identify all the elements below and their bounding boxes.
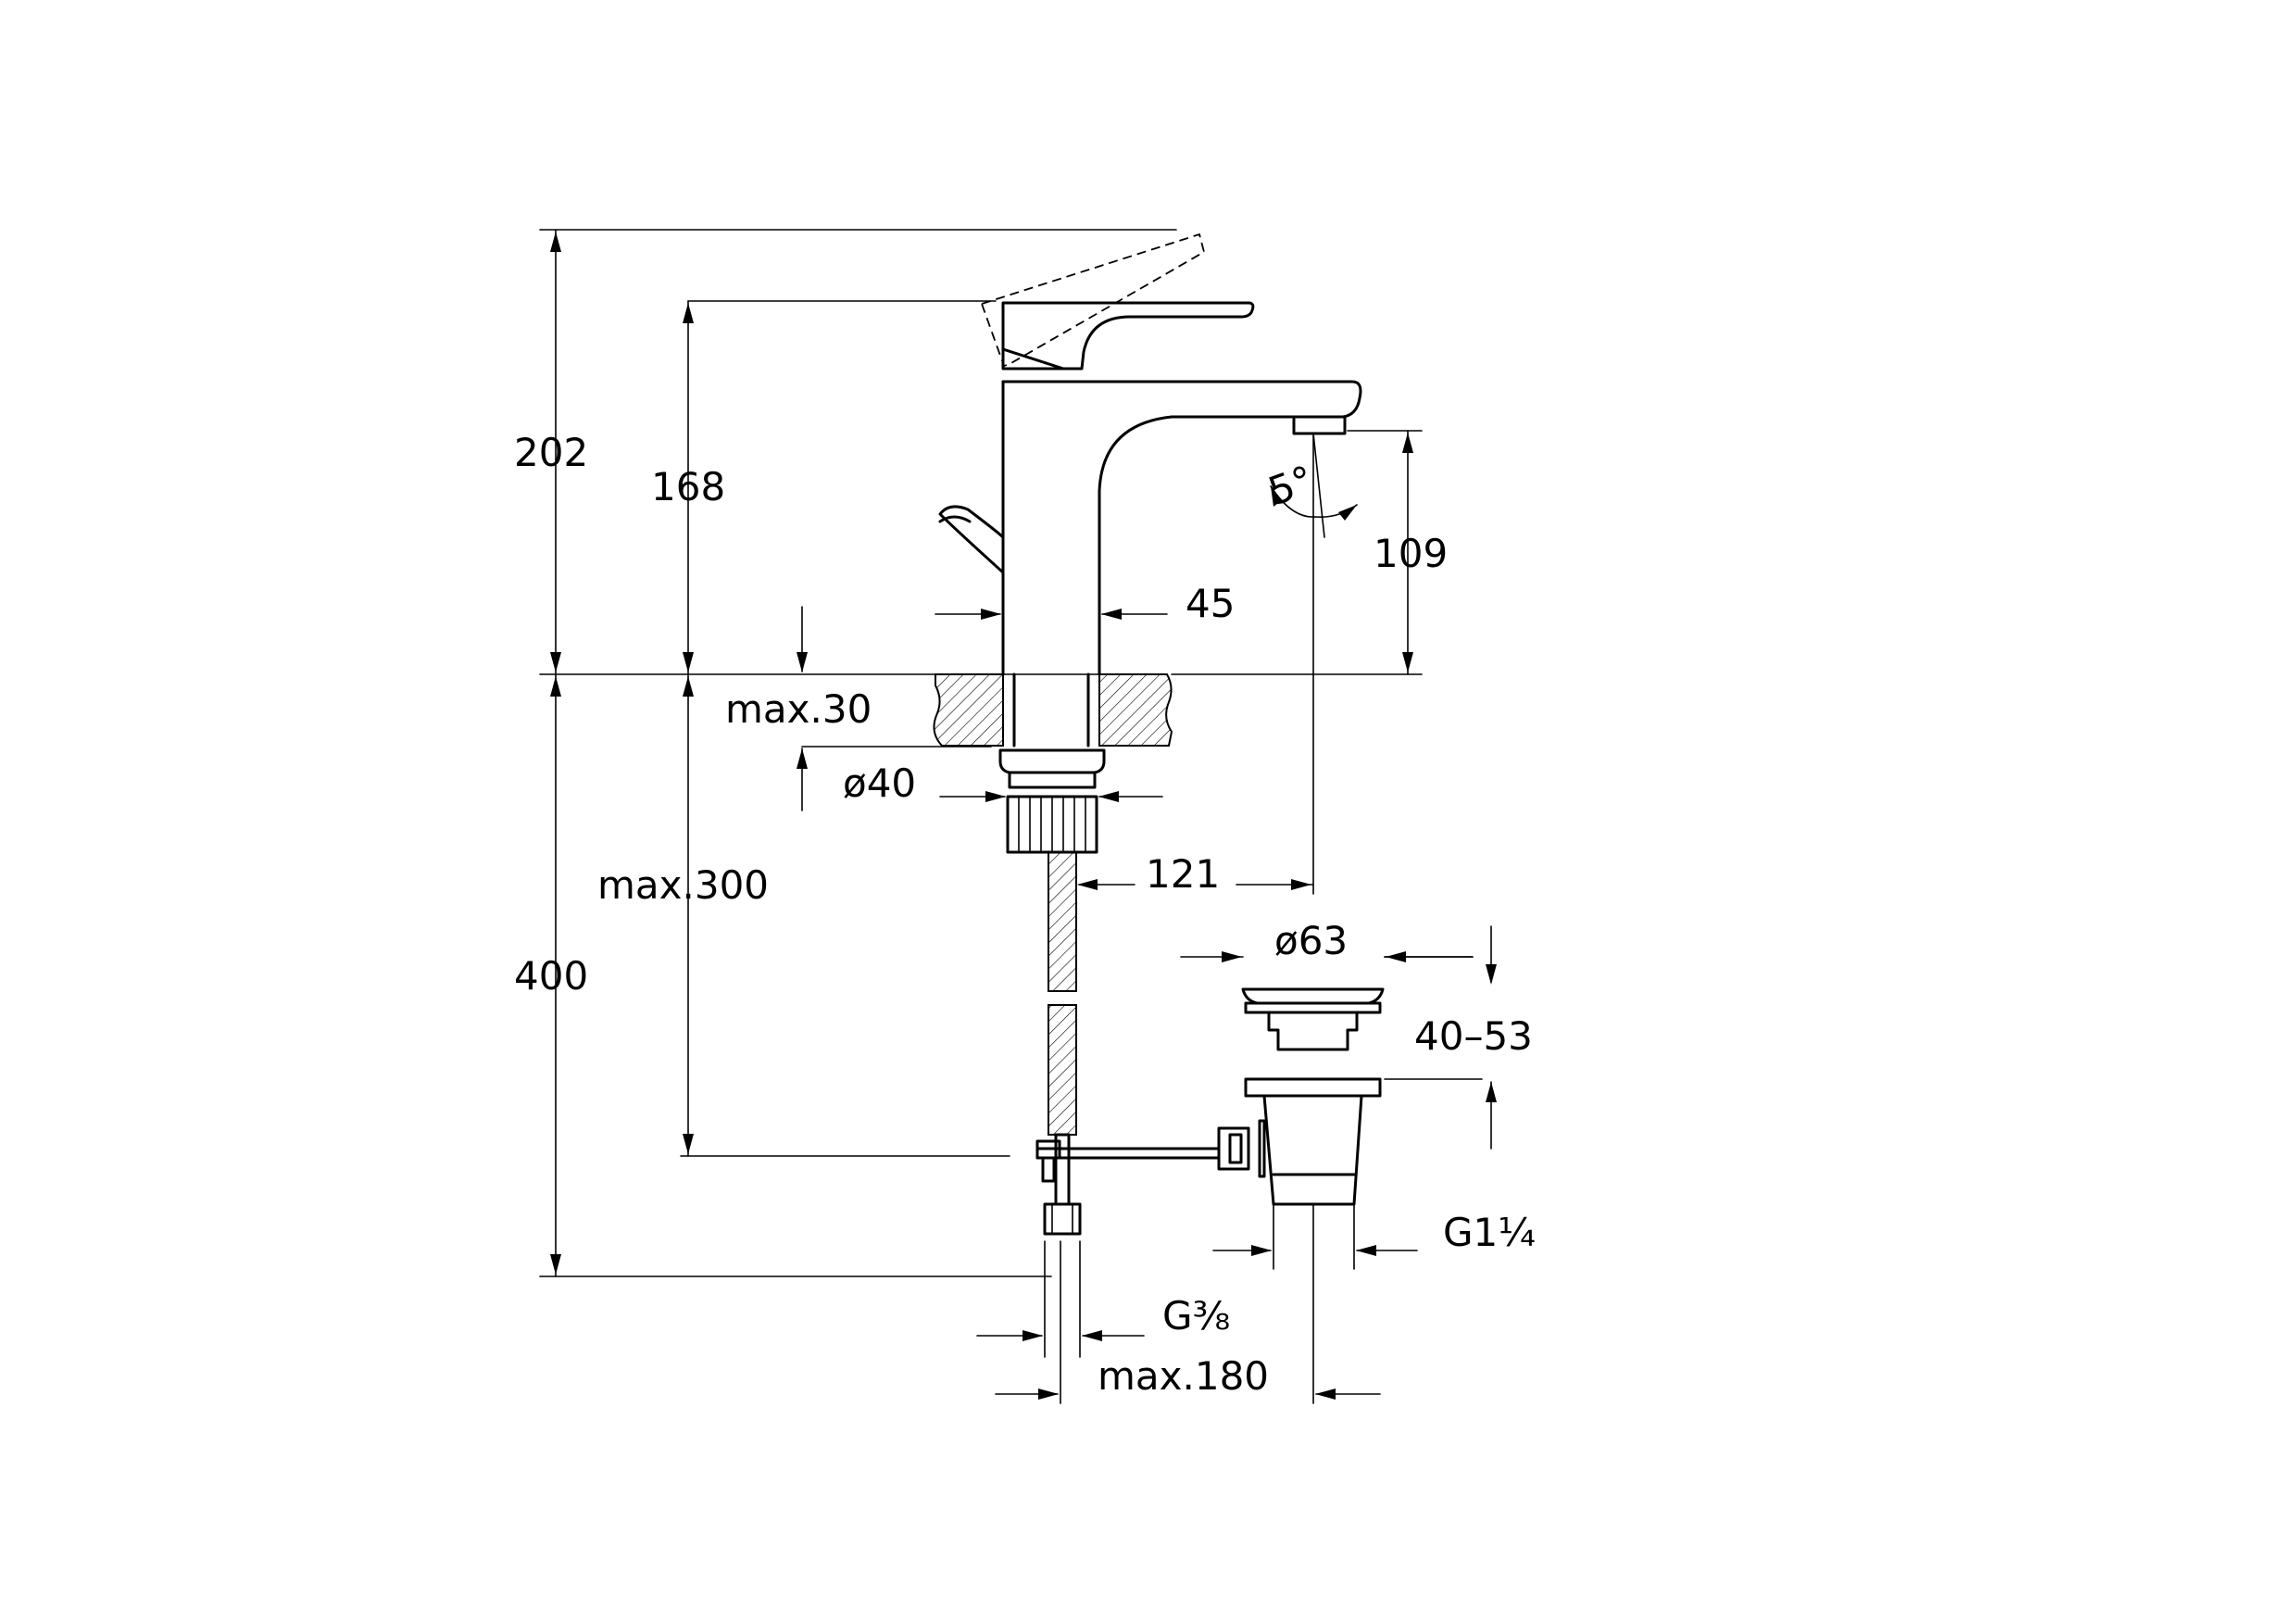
mounting-hardware [998,672,1106,854]
arrow-g38-right [1082,1330,1102,1341]
label-121: 121 [1146,851,1220,897]
arrow-g114-left [1251,1245,1272,1256]
label-168: 168 [651,464,725,509]
pivot-nut [1217,1126,1250,1171]
arrowheads [550,232,1497,1400]
gasket [1008,771,1097,789]
faucet-drawing [938,232,1362,676]
counter-right-section [1098,673,1173,747]
arrow-63-left [1222,951,1242,962]
waste-cap [1241,987,1385,1005]
arrow-max30-bottom [797,748,808,769]
countertop-section [933,673,1173,747]
angle-line [1312,433,1325,538]
arrow-4053-bottom [1486,1082,1497,1102]
washer [998,748,1106,774]
dimension-lines [539,229,1492,1404]
label-g114: G1¼ [1443,1210,1536,1255]
open-lever-outline [980,232,1206,368]
label-45: 45 [1186,581,1235,626]
supply-hose [1035,851,1082,1236]
waste-seal-ring [1244,1077,1382,1098]
waste-body [1262,1094,1363,1206]
arrow-40-right [1098,791,1119,802]
label-400: 400 [514,953,588,999]
lock-nut-ribs [1018,796,1086,853]
arrow-300-bottom [683,1134,694,1154]
drain-pull-rod-inner [938,515,972,523]
label-202: 202 [514,430,588,475]
label-angle: 5° [1262,457,1320,514]
label-g38: G⅜ [1162,1293,1230,1338]
waste-flange [1244,1001,1382,1014]
arrow-109-top [1402,433,1413,453]
counter-left-section [933,673,1004,747]
arrow-121-left [1077,879,1098,890]
hose-connector [1054,1133,1071,1206]
arrow-180-left [1038,1389,1059,1400]
arrow-angle-right [1338,505,1357,521]
arrow-40-left [985,791,1006,802]
pivot-nut-inner [1228,1133,1243,1164]
arrow-400-bottom [550,1254,561,1275]
label-max30: max.30 [725,686,872,732]
hose-nut-lines [1051,1203,1073,1235]
label-max300: max.300 [597,862,769,908]
label-109: 109 [1374,531,1448,576]
dimension-labels: 202 168 109 5° 45 max.30 ø40 400 max.300… [514,430,1536,1399]
label-diameter-63: ø63 [1274,918,1348,963]
hose-lower [1048,1004,1077,1136]
pivot-rod [1035,1147,1221,1160]
threaded-shank [1012,672,1090,748]
label-max180: max.180 [1098,1353,1269,1399]
arrow-168-top [683,303,694,323]
arrow-4053-top [1486,964,1497,985]
arrow-63-right [1386,951,1406,962]
arrow-max30-top [797,652,808,672]
aerator [1292,415,1347,435]
label-40-53: 40–53 [1414,1013,1533,1059]
lever-handle [1001,301,1255,371]
hose-nut [1043,1202,1082,1236]
arrow-180-right [1315,1389,1336,1400]
faucet-body [1001,380,1362,676]
arrow-angle-left [1271,486,1282,507]
arrow-g114-right [1356,1245,1376,1256]
arrow-168-bottom [683,652,694,672]
arrow-45-left [981,609,1001,620]
arrow-109-bottom [1402,652,1413,672]
arrow-202-bottom [550,652,561,672]
pivot-socket [1258,1119,1266,1178]
drain-pull-rod [938,505,1005,574]
arrow-202-top [550,232,561,252]
arrow-400-top [550,676,561,697]
label-diameter-40: ø40 [843,760,916,806]
hose-upper [1048,851,1077,992]
pop-up-waste [1035,987,1385,1206]
arrow-300-top [683,676,694,697]
waste-neck [1267,1011,1359,1051]
arrow-121-right [1291,879,1311,890]
lock-nut [1006,795,1098,854]
arrow-45-right [1101,609,1122,620]
clevis-screw [1041,1156,1056,1183]
lever-slant [1001,347,1065,371]
arrow-g38-left [1023,1330,1043,1341]
